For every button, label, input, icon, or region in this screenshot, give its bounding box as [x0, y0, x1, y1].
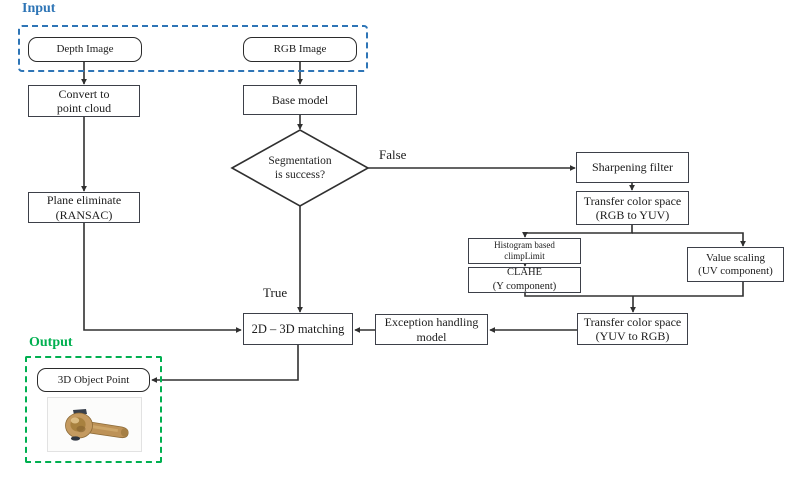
output-dashed-region [25, 356, 162, 463]
object-photo [47, 397, 142, 452]
input-section-label: Input [22, 1, 56, 16]
node-depth-image: Depth Image [28, 37, 142, 62]
node-base-model: Base model [243, 85, 357, 115]
node-value-scaling: Value scaling (UV component) [687, 247, 784, 282]
node-rgb-image: RGB Image [243, 37, 357, 62]
output-section-label: Output [29, 335, 73, 350]
true-branch-label: True [261, 285, 290, 301]
node-exception-handling: Exception handling model [375, 314, 488, 345]
node-convert-point-cloud: Convert to point cloud [28, 85, 140, 117]
node-transfer-rgb-to-yuv: Transfer color space (RGB to YUV) [576, 191, 689, 225]
node-clahe: CLAHE (Y component) [468, 267, 581, 293]
node-plane-eliminate: Plane eliminate (RANSAC) [28, 192, 140, 223]
node-segmentation-decision: Segmentation is success? [268, 154, 332, 181]
node-3d-object-point: 3D Object Point [37, 368, 150, 392]
node-transfer-yuv-to-rgb: Transfer color space (YUV to RGB) [577, 313, 688, 345]
input-dashed-region [18, 25, 368, 72]
bronze-handle-illustration [48, 398, 141, 451]
node-2d-3d-matching: 2D – 3D matching [243, 313, 353, 345]
node-sharpening-filter: Sharpening filter [576, 152, 689, 183]
false-branch-label: False [377, 147, 409, 163]
node-histogram-clip-limit: Histogram based climpLimit [468, 238, 581, 264]
decision-diamond-shape [230, 129, 370, 207]
